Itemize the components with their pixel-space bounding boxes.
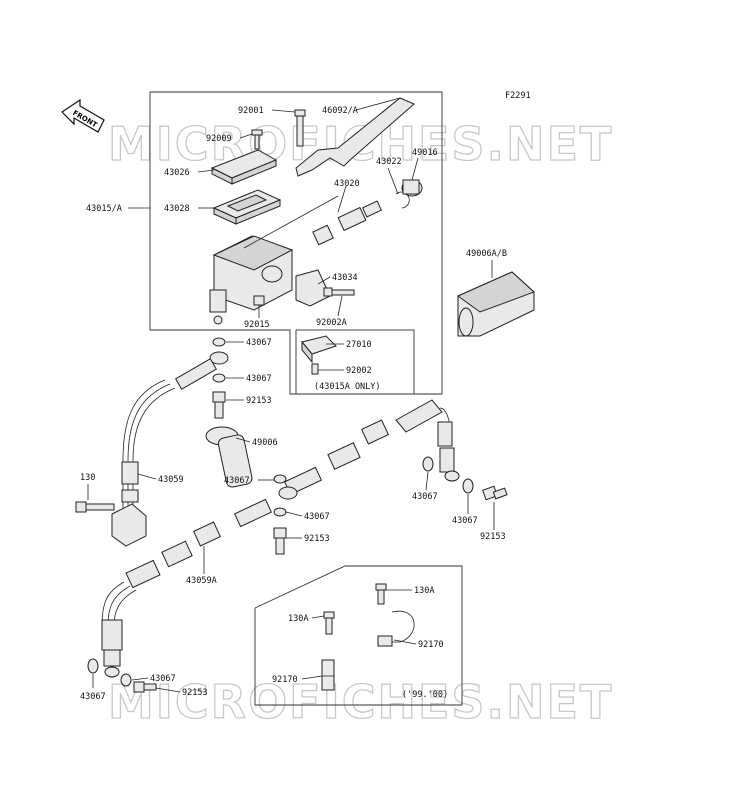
label-99-00: ('99.'00) — [402, 690, 448, 700]
clamp-92170-a — [377, 610, 415, 647]
label-43015: 43015/A — [86, 204, 122, 214]
label-92002: 92002 — [346, 366, 372, 376]
nut-92015 — [253, 295, 265, 306]
label-43034: 43034 — [332, 273, 358, 283]
label-43067-c: 43067 — [224, 476, 250, 486]
bolt-92153-c — [273, 527, 287, 555]
front-arrow-icon: FRONT — [61, 98, 105, 133]
washer-43067-b — [212, 373, 226, 383]
boot-49016 — [401, 179, 423, 197]
label-43026: 43026 — [164, 168, 190, 178]
label-43059A: 43059A — [186, 576, 217, 586]
washer-43067-g — [120, 673, 132, 687]
switch-box — [295, 329, 415, 395]
hose-43059 — [121, 351, 229, 510]
label-92015: 92015 — [244, 320, 270, 330]
washer-43067-e — [462, 478, 474, 494]
joint-49006 — [205, 426, 253, 488]
bolt-130A-a — [375, 583, 387, 605]
label-49006: 49006 — [252, 438, 278, 448]
washer-43067-d — [422, 456, 434, 472]
label-43067-g: 43067 — [150, 674, 176, 684]
label-43059: 43059 — [158, 475, 184, 485]
callout-labels: 92001 46092/A 92009 43026 43022 49016 43… — [80, 106, 507, 702]
label-92153-d: 92153 — [182, 688, 208, 698]
screw-92002 — [311, 363, 319, 375]
bolt-92001 — [294, 109, 306, 147]
label-43015A-only: (43015A ONLY) — [314, 382, 381, 392]
label-43067-f: 43067 — [304, 512, 330, 522]
label-43028: 43028 — [164, 204, 190, 214]
cap-43026 — [210, 149, 278, 185]
label-92153-a: 92153 — [246, 396, 272, 406]
washer-43067-h — [87, 658, 99, 674]
label-43067-d: 43067 — [412, 492, 438, 502]
bolt-92002A — [323, 287, 355, 297]
label-46092: 46092/A — [322, 106, 358, 116]
label-43067-e: 43067 — [452, 516, 478, 526]
lever-46092 — [295, 97, 415, 177]
label-43067-h: 43067 — [80, 692, 106, 702]
washer-43067-c — [273, 474, 287, 484]
label-92153-b: 92153 — [480, 532, 506, 542]
figure-code: F2291 — [505, 91, 531, 101]
label-130A-a: 130A — [414, 586, 434, 596]
hose-43059A — [101, 399, 460, 678]
bolt-130A-b — [323, 611, 335, 635]
label-92170-a: 92170 — [418, 640, 444, 650]
label-43020: 43020 — [334, 179, 360, 189]
lever-guard-49006AB — [457, 271, 535, 337]
master-cylinder-box — [149, 91, 443, 395]
master-cylinder-body — [209, 235, 294, 325]
label-92170-b: 92170 — [272, 675, 298, 685]
label-49006AB: 49006A/B — [466, 249, 507, 259]
label-92002A: 92002A — [316, 318, 347, 328]
piston-kit-43020 — [312, 200, 383, 246]
watermark-bottom: MICROFICHES.NET — [108, 675, 613, 729]
bolt-92153-b — [482, 485, 508, 501]
bolt-130 — [75, 501, 115, 513]
label-27010: 27010 — [346, 340, 372, 350]
circlip-43022 — [395, 191, 410, 209]
label-43067-b: 43067 — [246, 374, 272, 384]
label-92153-c: 92153 — [304, 534, 330, 544]
label-130A-b: 130A — [288, 614, 308, 624]
label-43022: 43022 — [376, 157, 402, 167]
clamp-box — [254, 565, 463, 706]
label-130: 130 — [80, 473, 95, 483]
t-fitting — [111, 503, 147, 547]
washer-43067-f — [273, 507, 287, 517]
label-49016: 49016 — [412, 148, 438, 158]
washer-43067-a — [212, 337, 226, 347]
clamp-92170-b — [321, 659, 335, 691]
leader-lines — [87, 97, 495, 693]
diaphragm-43028 — [212, 189, 282, 225]
switch-27010 — [301, 335, 337, 364]
label-92001: 92001 — [238, 106, 264, 116]
label-92009: 92009 — [206, 134, 232, 144]
label-43067-a: 43067 — [246, 338, 272, 348]
clamp-43034 — [295, 269, 331, 307]
bolt-92153-d — [133, 681, 157, 693]
bolt-92153-a — [212, 391, 226, 419]
screw-92009 — [251, 129, 263, 150]
